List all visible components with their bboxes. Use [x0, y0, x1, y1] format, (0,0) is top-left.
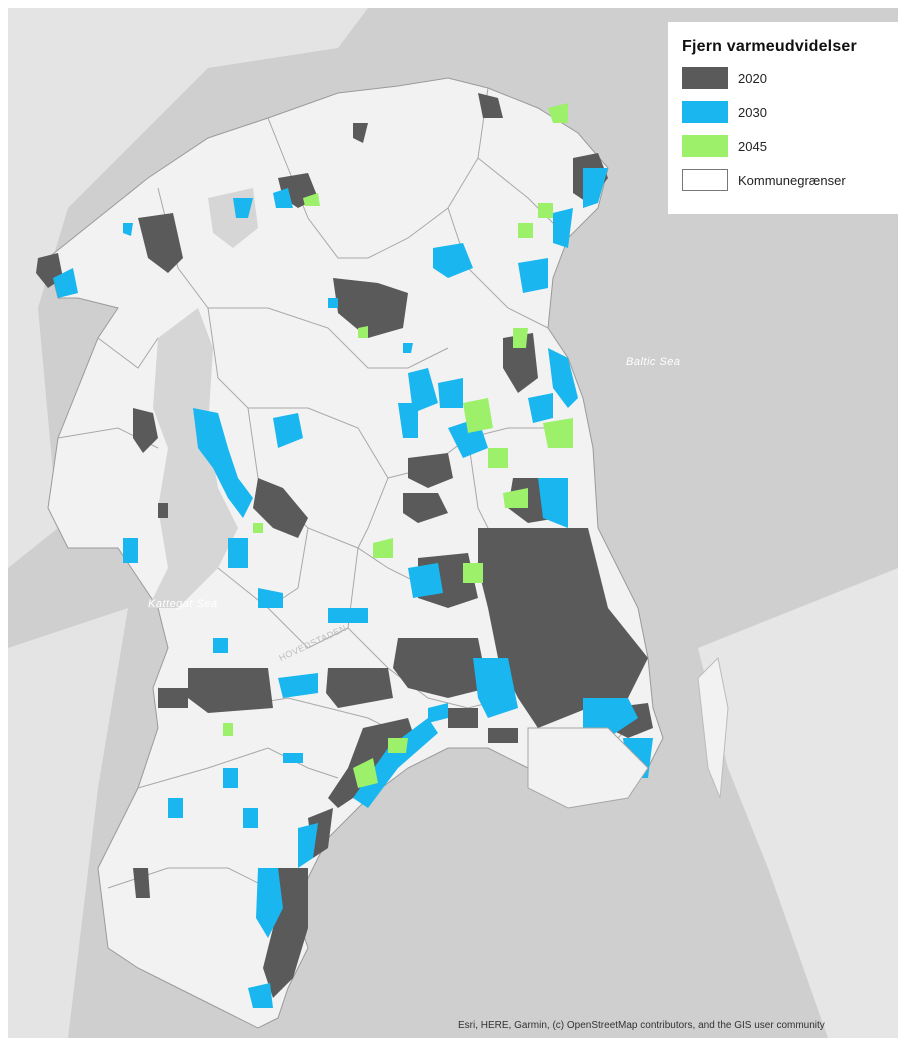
legend-label-2020: 2020	[738, 70, 767, 86]
legend-label-2045: 2045	[738, 138, 767, 154]
legend-label-boundaries: Kommunegrænser	[738, 172, 846, 188]
map-view[interactable]: Baltic Sea Kattegat Sea HOVEDSTADEN Fjer…	[8, 8, 898, 1038]
legend-item-2020: 2020	[682, 66, 898, 90]
land-southwest	[8, 608, 128, 1038]
land-sweden	[698, 568, 898, 1038]
region-land	[47, 77, 664, 1029]
sea-label-baltic: Baltic Sea	[626, 356, 681, 368]
legend-item-2030: 2030	[682, 100, 898, 124]
land-east-islands	[697, 656, 729, 799]
land-west	[8, 8, 368, 568]
legend-title: Fjern varmeudvidelser	[682, 38, 857, 55]
map-legend: Fjern varmeudvidelser 2020 2030 2045 Kom…	[668, 22, 898, 214]
legend-swatch-2030	[682, 101, 728, 123]
legend-swatch-boundaries	[682, 169, 728, 191]
areas-2045	[223, 103, 573, 788]
map-attribution: Esri, HERE, Garmin, (c) OpenStreetMap co…	[458, 1020, 825, 1031]
legend-label-2030: 2030	[738, 104, 767, 120]
legend-item-boundaries: Kommunegrænser	[682, 168, 898, 192]
legend-swatch-2020	[682, 67, 728, 89]
legend-swatch-2045	[682, 135, 728, 157]
southern-land	[527, 727, 649, 809]
sea-label-kattegat: Kattegat Sea	[148, 598, 218, 610]
fjord	[148, 308, 238, 608]
legend-item-2045: 2045	[682, 134, 898, 158]
